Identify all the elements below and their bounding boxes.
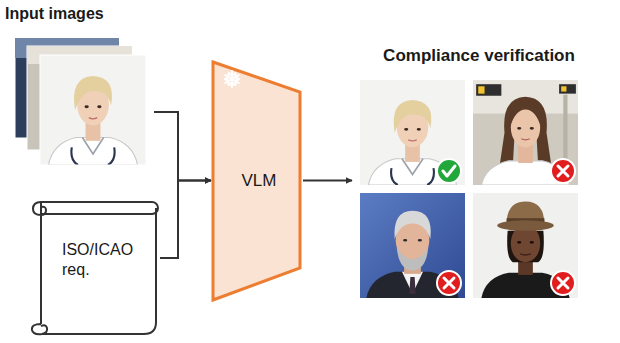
- check-mark: [443, 166, 455, 176]
- input-group: Input images: [4, 4, 154, 166]
- cross-icon: [551, 271, 575, 295]
- compliant-photo: [360, 80, 465, 185]
- output-group: Compliance verification: [352, 42, 606, 300]
- requirements-scroll: ISO/ICAO req.: [28, 188, 160, 338]
- cross-icon: [551, 159, 575, 183]
- snowflake-arm: [224, 72, 241, 85]
- frozen-snowflake: [224, 71, 241, 87]
- check-badge: [437, 159, 461, 183]
- vlm-block: VLM: [211, 58, 303, 303]
- cross-badge: [551, 159, 575, 183]
- snowflake-stroke: [224, 72, 241, 85]
- flow-arrow: [154, 112, 211, 181]
- scroll-body: [33, 202, 156, 334]
- photo-frame: [40, 55, 146, 165]
- scroll-bottom-roll: [32, 324, 47, 334]
- noncompliant-photo: [473, 80, 578, 185]
- noncompliant-photo: [360, 193, 465, 298]
- cross-mark: [558, 166, 568, 176]
- node-label: Input images: [5, 4, 154, 24]
- model-trapezoid: [213, 62, 300, 300]
- node-label: Compliance verification: [352, 45, 606, 67]
- cross-mark: [558, 278, 568, 288]
- flow-arrow: [160, 181, 211, 259]
- cross-badge: [551, 271, 575, 295]
- flow-arrow: [303, 180, 352, 182]
- node-label: VLM: [242, 170, 277, 192]
- cross-badge: [437, 271, 461, 295]
- output-photos: [360, 80, 578, 298]
- snowflake-stroke: [224, 72, 241, 85]
- cross-icon: [437, 271, 461, 295]
- noncompliant-photo: [473, 193, 578, 298]
- check-icon: [437, 159, 461, 183]
- node-label: ISO/ICAO req.: [62, 240, 148, 280]
- front-portrait-photo: [40, 55, 146, 165]
- scroll-outline: [28, 188, 160, 338]
- cross-mark: [444, 278, 454, 288]
- snowflake-arm: [224, 72, 241, 85]
- scroll-top-roll: [41, 202, 158, 214]
- input-photo-stack: [15, 38, 146, 165]
